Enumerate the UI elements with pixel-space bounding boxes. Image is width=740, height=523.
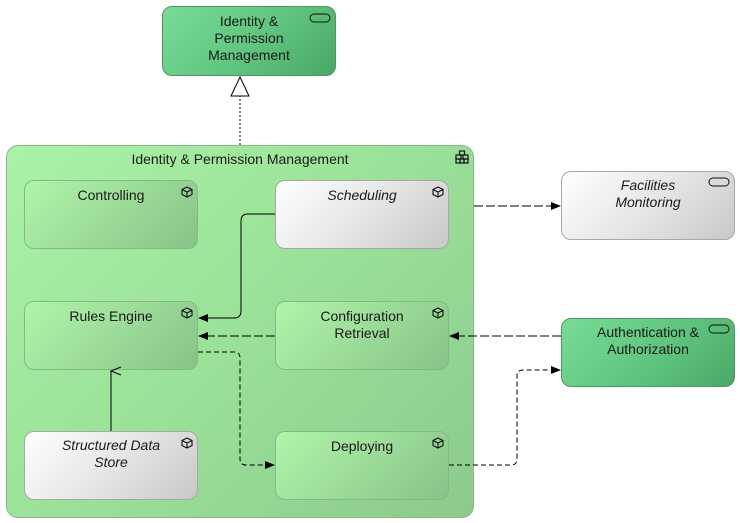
service-icon bbox=[708, 177, 730, 187]
service-label: Identity & Permission Management bbox=[208, 13, 290, 63]
service-label: Authentication & Authorization bbox=[597, 324, 699, 357]
component-controlling[interactable]: Controlling bbox=[24, 180, 198, 249]
component-icon bbox=[181, 186, 193, 198]
component-icon bbox=[181, 437, 193, 449]
service-identity-permission-management[interactable]: Identity & Permission Management bbox=[162, 6, 336, 76]
component-icon bbox=[432, 437, 444, 449]
realization-connector[interactable] bbox=[230, 75, 250, 145]
service-authentication-authorization[interactable]: Authentication & Authorization bbox=[561, 318, 735, 387]
component-label: Configuration Retrieval bbox=[320, 308, 404, 341]
service-label: Facilities Monitoring bbox=[615, 177, 681, 210]
component-icon bbox=[432, 186, 444, 198]
component-label: Rules Engine bbox=[69, 308, 153, 324]
component-label: Structured Data Store bbox=[61, 437, 161, 470]
component-structured-data-store[interactable]: Structured Data Store bbox=[24, 431, 198, 500]
service-icon bbox=[708, 324, 730, 334]
component-label: Scheduling bbox=[327, 187, 397, 203]
collaboration-icon bbox=[455, 150, 469, 164]
component-scheduling[interactable]: Scheduling bbox=[275, 180, 449, 249]
component-label: Controlling bbox=[77, 187, 145, 203]
group-label: Identity & Permission Management bbox=[131, 151, 349, 167]
component-rules-engine[interactable]: Rules Engine bbox=[24, 301, 198, 370]
component-label: Deploying bbox=[330, 438, 394, 454]
component-icon bbox=[432, 307, 444, 319]
component-configuration-retrieval[interactable]: Configuration Retrieval bbox=[275, 301, 449, 370]
service-icon bbox=[309, 13, 331, 23]
service-facilities-monitoring[interactable]: Facilities Monitoring bbox=[561, 171, 735, 240]
component-deploying[interactable]: Deploying bbox=[275, 431, 449, 500]
component-icon bbox=[181, 307, 193, 319]
